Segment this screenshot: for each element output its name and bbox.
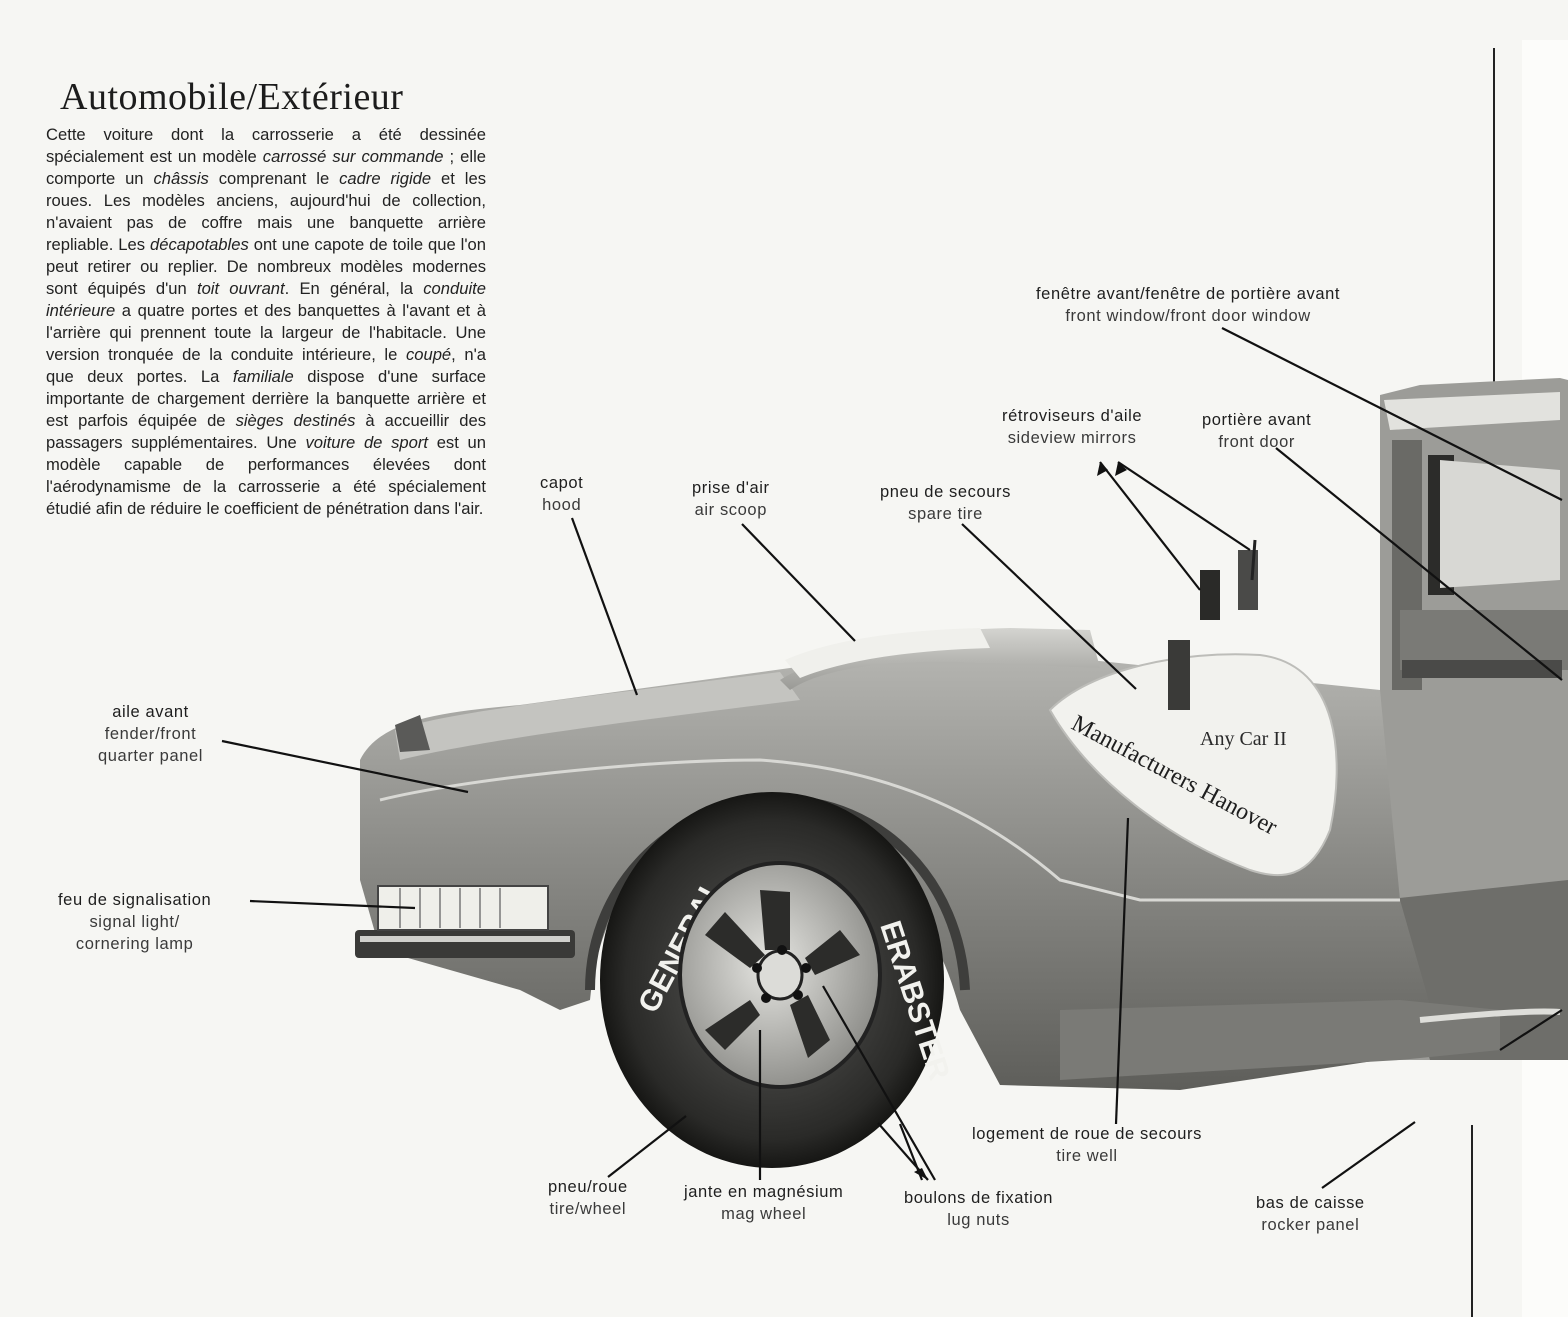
body-crease bbox=[379, 758, 1400, 902]
label-tire-well: logement de roue de secours tire well bbox=[972, 1125, 1202, 1165]
rocker-panel bbox=[1060, 1000, 1500, 1080]
air-scoop bbox=[785, 628, 990, 678]
term-familiale: familiale bbox=[232, 367, 294, 386]
label-hood: capot hood bbox=[540, 474, 584, 514]
label-spare-tire: pneu de secours spare tire bbox=[880, 483, 1012, 523]
front-window bbox=[1440, 460, 1560, 588]
label-mag-wheel: jante en magnésium mag wheel bbox=[684, 1183, 844, 1223]
term-toit-ouvrant: toit ouvrant bbox=[196, 279, 285, 298]
term-conduite-interieure: conduite intérieure bbox=[46, 279, 486, 320]
term-carrosse-sur-commande: carrossé sur commande bbox=[262, 147, 444, 166]
hood bbox=[780, 628, 1100, 690]
leader-arrowheads bbox=[914, 462, 1127, 1180]
page-title: Automobile/Extérieur bbox=[60, 76, 404, 119]
label-front-door: portière avant front door bbox=[1202, 411, 1312, 451]
mag-wheel-spokes bbox=[705, 890, 860, 1058]
term-decapotables: décapotables bbox=[150, 235, 249, 254]
term-cadre-rigide: cadre rigide bbox=[339, 169, 432, 188]
term-sieges-destines: sièges destinés bbox=[235, 411, 356, 430]
front-bumper bbox=[355, 930, 575, 958]
label-tire-wheel: pneu/roue tire/wheel bbox=[548, 1178, 628, 1218]
spare-brand: Any Car II bbox=[1200, 728, 1287, 750]
fender-highlight bbox=[395, 672, 800, 760]
label-rocker-panel: bas de caisse rocker panel bbox=[1256, 1194, 1365, 1234]
term-coupe: coupé bbox=[405, 345, 452, 364]
term-voiture-de-sport: voiture de sport bbox=[305, 433, 428, 452]
label-lug-nuts: boulons de fixation lug nuts bbox=[904, 1189, 1053, 1229]
term-chassis: châssis bbox=[153, 169, 209, 188]
sideview-mirror bbox=[1168, 539, 1258, 710]
label-air-scoop: prise d'air air scoop bbox=[692, 479, 770, 519]
lug-nuts bbox=[752, 945, 811, 1003]
label-sideview-mirrors: rétroviseurs d'aile sideview mirrors bbox=[1002, 407, 1143, 447]
label-front-window: fenêtre avant/fenêtre de portière avant … bbox=[1036, 285, 1341, 325]
signal-light-lens bbox=[399, 888, 501, 928]
leader-lines bbox=[221, 327, 1563, 1189]
label-fender: aile avant fender/front quarter panel bbox=[98, 703, 204, 765]
intro-paragraph: Cette voiture dont la carrosserie a été … bbox=[46, 125, 487, 518]
label-signal-light: feu de signalisation signal light/ corne… bbox=[58, 891, 212, 953]
